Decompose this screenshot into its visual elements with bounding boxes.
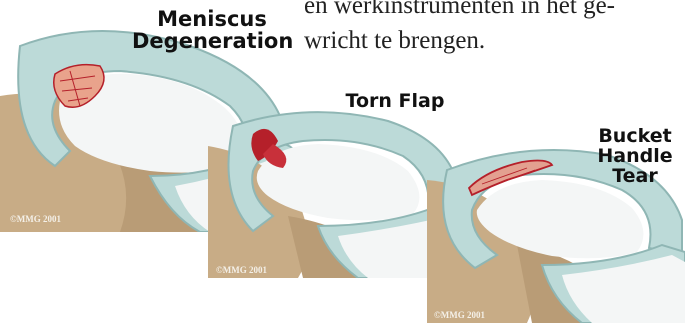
bucket-handle-tear-label-line-2: Handle bbox=[585, 147, 685, 167]
meniscus-degeneration-label-line-1: Meniscus bbox=[132, 8, 292, 30]
torn-flap-illustration bbox=[208, 106, 458, 278]
torn-flap-label: Torn Flap bbox=[330, 92, 460, 112]
body-text-line-1: en werkinstrumenten in het ge- bbox=[304, 0, 684, 23]
body-text: en werkinstrumenten in het ge- wricht te… bbox=[304, 0, 684, 58]
meniscus-degeneration-label-line-2: Degeneration bbox=[132, 30, 292, 52]
bucket-handle-tear-label-line-3: Tear bbox=[585, 167, 685, 187]
body-text-line-2: wricht te brengen. bbox=[304, 23, 684, 58]
meniscus-degeneration-label: Meniscus Degeneration bbox=[132, 8, 292, 52]
copyright-2: ©MMG 2001 bbox=[216, 265, 267, 275]
copyright-1: ©MMG 2001 bbox=[10, 214, 61, 224]
bucket-handle-tear-label-line-1: Bucket bbox=[585, 127, 685, 147]
bucket-handle-tear-label: Bucket Handle Tear bbox=[585, 127, 685, 187]
copyright-3: ©MMG 2001 bbox=[434, 310, 485, 320]
